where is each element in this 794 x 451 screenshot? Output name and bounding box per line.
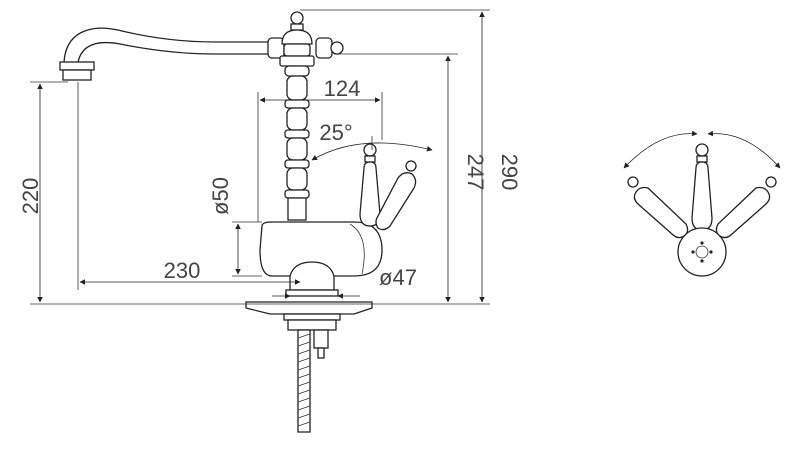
handle (359, 143, 417, 231)
spout-height-label: 220 (18, 178, 43, 215)
right-handle (715, 176, 777, 239)
handle-angle-label: 25° (319, 120, 352, 145)
column (284, 65, 310, 221)
handle-rotation-view (623, 130, 781, 277)
total-height-label: 290 (497, 154, 522, 191)
spout-depth-label: 230 (164, 258, 201, 283)
handle-length-label: 124 (324, 76, 361, 101)
left-handle (627, 176, 689, 239)
flexible-hose (297, 329, 311, 433)
top-finial (279, 11, 315, 67)
dimension-arrows (37, 11, 485, 303)
body-height-label: 247 (463, 154, 488, 191)
spout (59, 27, 344, 81)
side-view: 220 230 124 25° ø50 ø47 247 290 (18, 9, 522, 433)
mixer-body (259, 221, 383, 297)
base-circle (677, 227, 727, 277)
base-height-label: ø50 (208, 177, 233, 215)
base-diameter-label: ø47 (379, 265, 417, 290)
center-handle (691, 143, 713, 231)
base-mount (245, 301, 373, 359)
